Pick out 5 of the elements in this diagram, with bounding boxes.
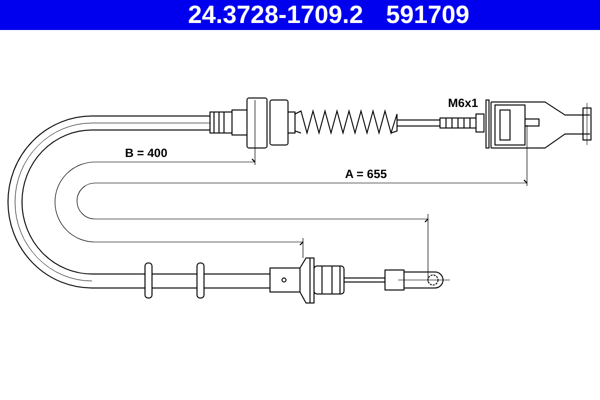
reference-number: 591709: [386, 1, 470, 29]
dimension-label: B = 400: [125, 146, 168, 160]
part-number: 24.3728-1709.2: [188, 1, 364, 29]
dimension-label: A = 655: [345, 167, 387, 181]
thread-size-label: M6x1: [448, 96, 478, 110]
